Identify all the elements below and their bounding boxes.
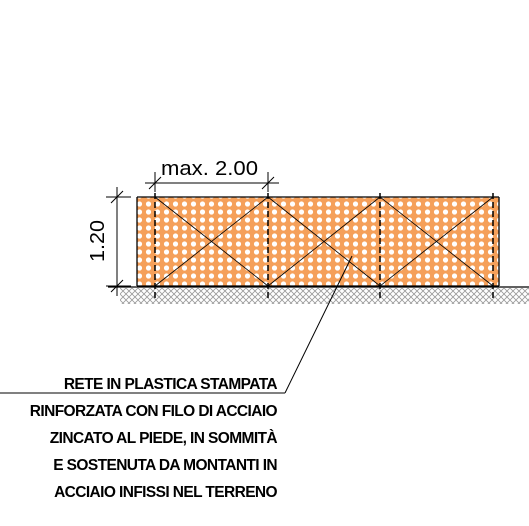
note-line: ZINCATO AL PIEDE, IN SOMMITÀ [50,430,278,447]
note-line: RETE IN PLASTICA STAMPATA [64,376,278,393]
height-dimension-label: 1.20 [87,220,109,262]
ground-hatch [120,288,529,304]
mesh-note: RETE IN PLASTICA STAMPATA RINFORZATA CON… [30,376,278,501]
diagonal-bracing [154,196,494,287]
note-line: RINFORZATA CON FILO DI ACCIAIO [30,403,278,420]
height-dimension [106,187,131,296]
note-line: E SOSTENUTA DA MONTANTI IN [53,457,277,474]
reinforcing-wires [136,196,500,287]
span-dimension-label: max. 2.00 [161,158,258,180]
note-line: ACCIAIO INFISSI NEL TERRENO [54,484,277,501]
span-dimension [145,172,279,192]
note-leader [0,255,353,394]
plastic-mesh-panel [137,197,499,286]
